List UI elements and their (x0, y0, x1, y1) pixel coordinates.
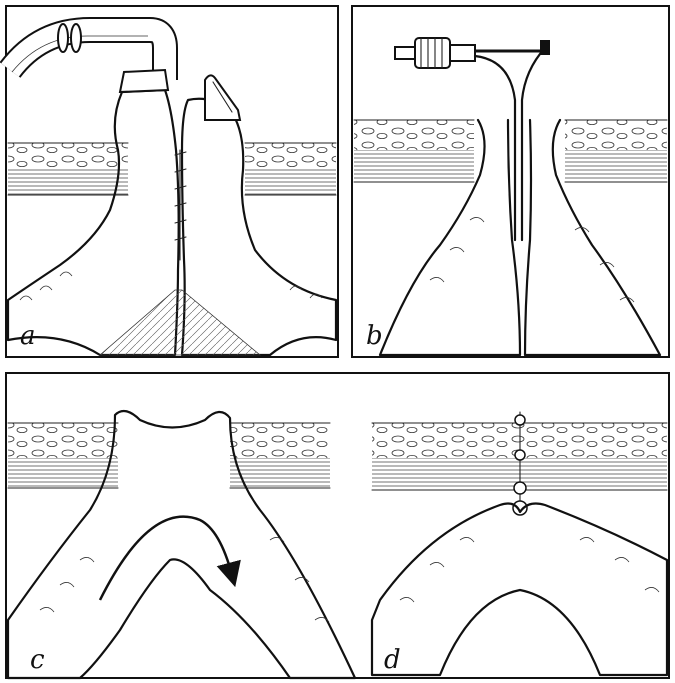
panel-a: a (6, 6, 338, 357)
panel-label-d: d (384, 645, 401, 675)
bowel-stoma-cuff (120, 70, 168, 92)
panel-c-frame (6, 373, 669, 678)
panel-label-c: c (30, 645, 45, 675)
panel-b: b (352, 6, 669, 357)
panel-label-b: b (366, 321, 383, 351)
tube-clamp-icon (58, 24, 68, 52)
panel-c: c (6, 373, 669, 678)
panel-label-a: a (20, 321, 36, 351)
